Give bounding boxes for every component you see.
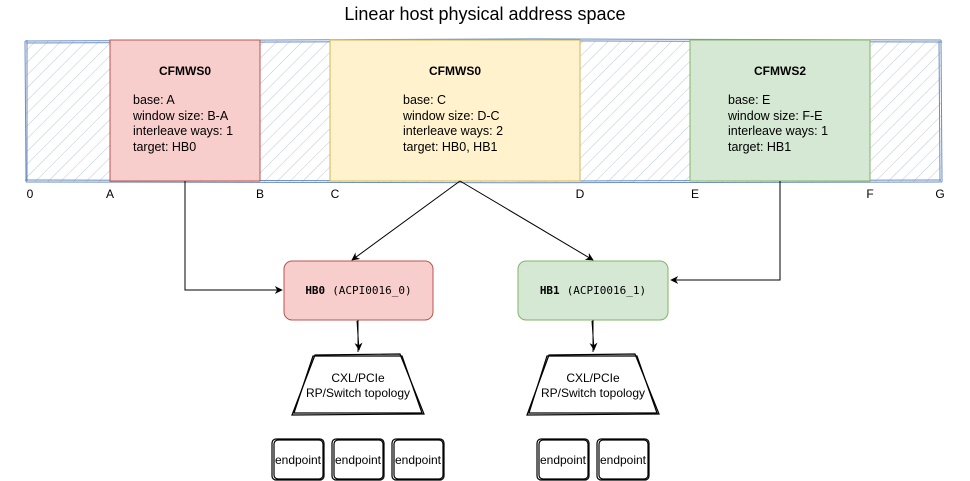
- endpoint-5: endpoint: [599, 453, 647, 467]
- axis-label-f: F: [866, 187, 874, 201]
- axis-label-g: G: [935, 187, 945, 201]
- topology-line-1: CXL/PCIe: [331, 371, 385, 385]
- diagram-title: Linear host physical address space: [344, 4, 626, 24]
- host-bridge-acpi-id: (ACPI0016_1): [566, 284, 647, 297]
- endpoint-shape-3: [391, 438, 445, 481]
- window-details: base: E window size: F-E interleave ways…: [728, 93, 828, 155]
- window-box-cfmws0-a: CFMWS0 base: A window size: B-A interlea…: [110, 40, 260, 181]
- window-size: window size: B-A: [133, 108, 229, 123]
- topology-line-2: RP/Switch topology: [305, 385, 411, 400]
- window-target: target: HB1: [728, 139, 792, 154]
- window-base: base: C: [403, 93, 447, 107]
- endpoint-3: endpoint: [394, 453, 442, 467]
- window-name: CFMWS0: [429, 64, 481, 78]
- topology-shape-hb1: [526, 353, 660, 416]
- topology-label-hb0: CXL/PCIe RP/Switch topology: [292, 371, 424, 400]
- window-box-cfmws0-c: CFMWS0 base: C window size: D-C interlea…: [330, 40, 580, 181]
- window-box-3-shape: [689, 39, 871, 182]
- window-box-1-shape: [109, 39, 261, 182]
- endpoint-shape-1: [271, 438, 325, 481]
- endpoint-shape-2: [331, 438, 385, 481]
- axis-label-b: B: [255, 187, 264, 201]
- window-details: base: A window size: B-A interleave ways…: [133, 93, 233, 155]
- connector-interleave-hb1: [459, 180, 594, 261]
- window-interleave: interleave ways: 1: [728, 124, 829, 138]
- window-target: target: HB0, HB1: [403, 139, 498, 154]
- window-box-cfmws2: CFMWS2 base: E window size: F-E interlea…: [690, 40, 870, 181]
- host-bridge-hb1: HB1 (ACPI0016_1): [518, 261, 668, 320]
- topology-shape-hb0: [291, 353, 425, 416]
- window-size: window size: F-E: [728, 108, 823, 123]
- endpoint-1: endpoint: [274, 453, 322, 467]
- endpoint-2: endpoint: [334, 453, 382, 467]
- axis-label-d: D: [575, 187, 585, 201]
- connector-interleave-hb0: [351, 180, 461, 261]
- window-interleave: interleave ways: 1: [133, 124, 234, 138]
- axis-label-a: A: [105, 187, 114, 201]
- window-base: base: A: [133, 93, 175, 107]
- window-base: base: E: [728, 93, 771, 107]
- topology-line-2: RP/Switch topology: [540, 385, 646, 400]
- window-name: CFMWS0: [159, 64, 211, 78]
- connector-cfmws0-hb0: [184, 181, 283, 294]
- window-interleave: interleave ways: 2: [403, 124, 504, 138]
- window-name: CFMWS2: [754, 64, 806, 78]
- window-target: target: HB0: [133, 139, 197, 154]
- axis-label-0: 0: [26, 187, 34, 201]
- window-size: window size: D-C: [403, 108, 500, 123]
- connector-hb0-topology: [357, 320, 359, 352]
- connector-hb1-topology: [592, 320, 594, 352]
- endpoint-4: endpoint: [539, 453, 587, 467]
- axis-label-c: C: [330, 187, 340, 201]
- host-bridge-acpi-id: (ACPI0016_0): [332, 284, 412, 297]
- axis-label-e: E: [690, 187, 699, 201]
- window-box-2-shape: [329, 39, 581, 182]
- host-bridge-name: HB0: [305, 284, 326, 297]
- topology-label-hb1: CXL/PCIe RP/Switch topology: [527, 371, 659, 400]
- endpoint-shape-4: [536, 438, 590, 481]
- connector-cfmws2-hb1: [670, 181, 781, 284]
- topology-line-1: CXL/PCIe: [566, 371, 620, 385]
- host-bridge-name: HB1: [539, 284, 560, 297]
- endpoint-shape-5: [596, 438, 650, 481]
- window-details: base: C window size: D-C interleave ways…: [403, 93, 503, 155]
- host-bridge-hb0: HB0 (ACPI0016_0): [284, 261, 433, 320]
